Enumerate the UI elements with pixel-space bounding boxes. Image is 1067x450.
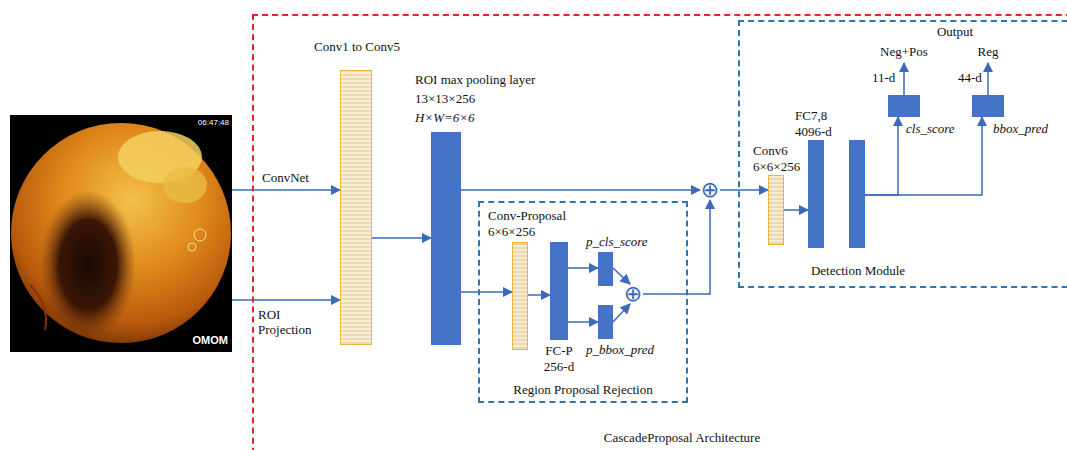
node-label: Conv1 to Conv5 bbox=[314, 39, 400, 54]
image-node: 06:47:48OMOM bbox=[10, 115, 232, 352]
output-label: Reg bbox=[978, 44, 999, 59]
endoscopy-view bbox=[11, 123, 231, 343]
connector bbox=[461, 291, 512, 293]
node-label: bbox_pred bbox=[993, 121, 1048, 136]
node-label: 13×13×256 bbox=[415, 91, 475, 106]
output-arrow bbox=[987, 63, 989, 95]
conv-block: Conv-Proposal6×6×256 bbox=[512, 242, 528, 350]
score-block: p_cls_score bbox=[598, 252, 613, 286]
fc-block: FC-P256-d bbox=[550, 242, 568, 340]
connector bbox=[372, 237, 431, 239]
node-label: p_bbox_pred bbox=[586, 342, 654, 357]
connector bbox=[865, 117, 982, 195]
vessel bbox=[30, 285, 46, 330]
output-block: 11-dcls_score bbox=[888, 95, 920, 117]
node-label: Output bbox=[937, 24, 973, 39]
node-label: CascadeProposal Architecture bbox=[604, 430, 760, 445]
connector bbox=[865, 117, 898, 195]
node-label: H×W=6×6 bbox=[415, 110, 475, 125]
node-label: FC-P bbox=[545, 343, 572, 358]
connector bbox=[613, 268, 630, 284]
node-label: OMOM bbox=[193, 334, 228, 347]
node-label: 06:47:48 bbox=[198, 118, 229, 128]
node-label: 6×6×256 bbox=[753, 159, 800, 174]
sum-symbol: ⊕ bbox=[696, 180, 724, 200]
conv-block: Conv66×6×256 bbox=[768, 175, 784, 245]
architecture-region: Conv1 to Conv5ROI max pooling layer13×13… bbox=[252, 14, 1067, 450]
image-ground bbox=[10, 115, 232, 352]
endoscopy-image bbox=[10, 115, 232, 352]
node-label: Conv-Proposal bbox=[488, 208, 566, 223]
score-block: p_bbox_pred bbox=[598, 305, 613, 339]
bubble bbox=[188, 243, 196, 251]
connector bbox=[528, 294, 550, 296]
fc7-bar bbox=[808, 140, 824, 248]
node-label: Region Proposal Rejection bbox=[513, 382, 652, 397]
yellow-clump bbox=[163, 167, 207, 203]
connector bbox=[461, 189, 700, 191]
node-label: 4096-d bbox=[795, 124, 832, 139]
node-label: Conv6 bbox=[753, 143, 788, 158]
output-arrow bbox=[903, 63, 905, 95]
connector bbox=[643, 200, 710, 294]
connector bbox=[568, 321, 598, 323]
connector bbox=[232, 299, 340, 301]
node-label: 11-d bbox=[872, 70, 895, 85]
fc8-bar bbox=[849, 140, 865, 248]
output-block: 44-dbbox_pred bbox=[972, 95, 1004, 117]
fc-block: FC7,84096-d bbox=[808, 140, 865, 248]
rejection-module: Conv-Proposal6×6×256FC-P256-dp_cls_score… bbox=[478, 201, 688, 403]
conv-block: Conv1 to Conv5 bbox=[340, 70, 372, 345]
lumen bbox=[40, 190, 136, 340]
node-label: 256-d bbox=[544, 359, 574, 374]
sum-symbol: ⊕ bbox=[619, 284, 647, 304]
node-label: cls_score bbox=[906, 121, 955, 136]
node-label: 44-d bbox=[958, 70, 982, 85]
connector bbox=[568, 267, 598, 269]
sum-node: ⊕ bbox=[700, 180, 720, 200]
connector bbox=[232, 189, 340, 191]
node-label: FC7,8 bbox=[795, 108, 827, 123]
node-label: 6×6×256 bbox=[488, 224, 535, 239]
pooling-block: ROI max pooling layer13×13×256H×W=6×6 bbox=[431, 132, 461, 345]
connector bbox=[613, 304, 630, 322]
edge-label: ROI Projection bbox=[258, 307, 336, 337]
detection-module: Conv66×6×256FC7,84096-d11-dcls_score44-d… bbox=[738, 20, 1067, 288]
edge-label: ConvNet bbox=[262, 170, 309, 185]
connector bbox=[720, 189, 768, 191]
sum-node: ⊕ bbox=[623, 284, 643, 304]
bubble bbox=[194, 229, 206, 241]
node-label: Detection Module bbox=[811, 263, 905, 278]
connector bbox=[784, 209, 808, 211]
node-label: p_cls_score bbox=[586, 234, 648, 249]
output-label: Neg+Pos bbox=[880, 44, 928, 59]
node-label: ROI max pooling layer bbox=[415, 72, 535, 87]
